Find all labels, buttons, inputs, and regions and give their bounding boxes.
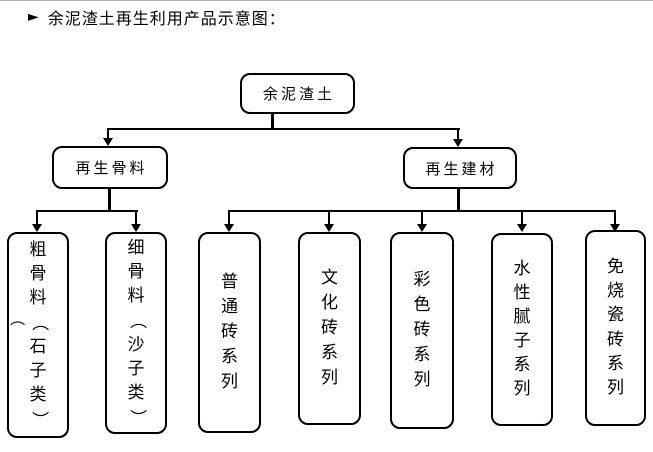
arrowhead-branch-left [103,138,113,146]
leaf-label: 彩色砖系列 [413,269,431,391]
connector-drop-leaf5 [421,210,423,225]
connector-building-stub [457,189,460,212]
section-title-text: 余泥渣土再生利用产品示意图： [47,9,286,28]
section-title: ► 余泥渣土再生利用产品示意图： [28,5,286,29]
leaf-label: 细骨料（沙子类） [126,238,147,426]
arrowhead-leaf5 [417,224,427,232]
node-leaf-coarse-aggregate: （ 粗骨料（石子类） [7,232,69,438]
node-leaf-water-putty: 水性腻子系列 [491,233,553,426]
leaf-label: 免烧瓷砖系列 [607,257,624,398]
node-leaf-common-brick: 普通砖系列 [198,232,261,433]
node-branch-aggregate: 再生骨料 [52,146,168,189]
leaf-label: 普通砖系列 [221,271,238,393]
stray-paren-artifact: （ [8,310,27,327]
arrowhead-branch-right [453,139,463,147]
connector-drop-leaf4 [328,210,330,225]
arrowhead-leaf7 [610,224,620,232]
node-branch-building-material: 再生建材 [403,147,517,189]
arrowhead-leaf2 [131,224,141,232]
connector-drop-branch-left [107,128,109,139]
leaf-label: 文化砖系列 [321,267,338,389]
arrowhead-leaf4 [324,224,334,232]
connector-root-stub [271,112,274,129]
node-root: 余泥渣土 [240,73,355,114]
node-leaf-culture-brick: 文化砖系列 [298,232,361,425]
leaf-label: 粗骨料（石子类） [28,240,49,428]
arrowhead-leaf1 [32,224,42,232]
connector-drop-leaf6 [521,210,523,225]
node-leaf-colored-brick: 彩色砖系列 [390,232,454,429]
connector-aggregate-stub [108,189,111,212]
arrowhead-leaf6 [517,224,527,232]
connector-level1-horizontal [107,128,460,130]
connector-aggregate-horizontal [36,210,138,212]
connector-drop-leaf3 [228,210,230,225]
triangle-bullet-icon: ► [28,9,39,25]
node-leaf-unfired-tile: 免烧瓷砖系列 [585,230,646,426]
connector-drop-leaf7 [614,210,616,225]
connector-drop-leaf1 [36,210,38,225]
connector-drop-leaf2 [135,210,137,225]
arrowhead-leaf3 [224,224,234,232]
leaf-label: 水性腻子系列 [513,258,531,400]
connector-drop-branch-right [457,128,459,140]
node-leaf-fine-aggregate: 细骨料（沙子类） [105,232,167,434]
